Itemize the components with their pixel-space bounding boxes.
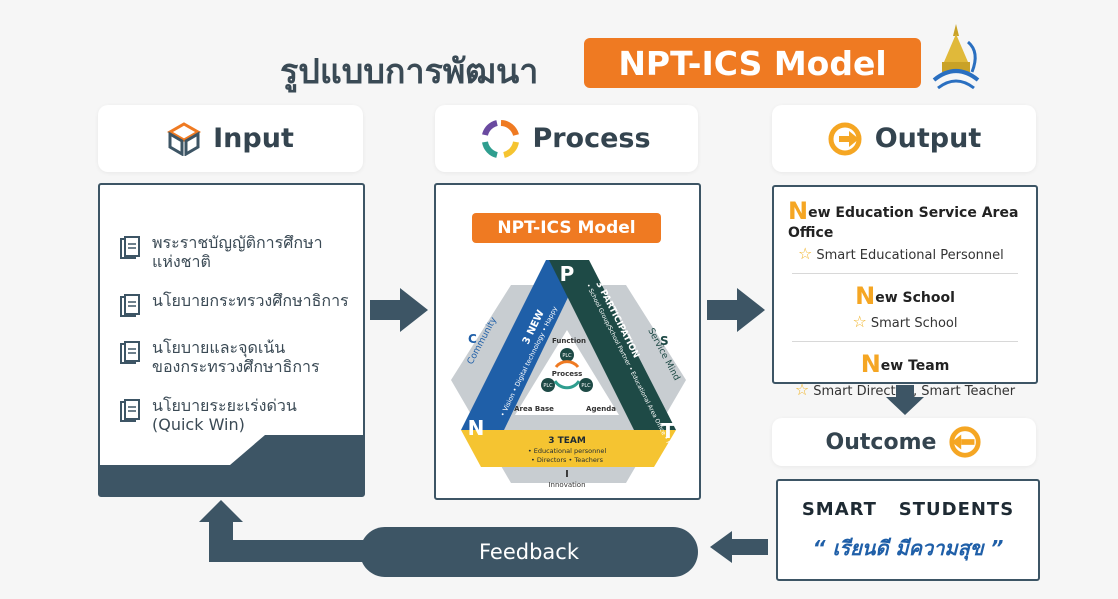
output-item: New School ☆Smart School — [774, 282, 1036, 331]
organization-logo — [932, 24, 980, 90]
model-title-badge: NPT-ICS Model — [584, 38, 921, 88]
smart-students-panel: SMART STUDENTS “ เรียนดี มีความสุข ” — [776, 479, 1040, 581]
input-item-line2: ของกระทรวงศึกษาธิการ — [152, 357, 320, 376]
area-base-label: Area Base — [514, 405, 554, 413]
team-title: 3 TEAM — [548, 436, 586, 446]
plc-top: PLC — [562, 353, 572, 359]
input-panel: พระราชบัญญัติการศึกษาแห่งชาติ นโยบายกระท… — [98, 183, 365, 497]
star-icon: ☆ — [798, 244, 813, 263]
arrow-output-to-outcome — [886, 385, 924, 415]
process-header: Process — [435, 105, 698, 172]
output-item-sub: Smart Director , Smart Teacher — [813, 384, 1016, 399]
output-big-letter: N — [855, 282, 876, 310]
output-item: New Team ☆Smart Director , Smart Teacher — [774, 350, 1036, 399]
input-list: พระราชบัญญัติการศึกษาแห่งชาติ นโยบายกระท… — [120, 233, 355, 454]
input-item-line1: พระราชบัญญัติการศึกษา — [152, 233, 323, 252]
output-panel: New Education Service Area Office ☆Smart… — [772, 185, 1038, 399]
input-item-line2: แห่งชาติ — [152, 252, 211, 271]
output-item-sub: Smart School — [870, 316, 958, 331]
t-letter: T — [661, 419, 675, 443]
arrow-process-to-output — [707, 288, 765, 332]
feedback-pill: Feedback — [360, 527, 698, 577]
arrow-feedback-to-input — [199, 500, 365, 562]
arrow-input-to-process — [370, 288, 428, 332]
star-icon: ☆ — [852, 312, 867, 331]
smart-students-slogan: “ เรียนดี มีความสุข ” — [812, 536, 1004, 560]
n-letter: N — [468, 416, 485, 440]
p-letter: P — [560, 262, 575, 286]
input-header-label: Input — [213, 123, 294, 154]
plc-left: PLC — [543, 383, 553, 389]
document-icon — [120, 341, 140, 364]
output-item-title: ew Team — [880, 358, 950, 374]
outcome-header: Outcome — [772, 418, 1036, 466]
output-header-label: Output — [874, 123, 982, 154]
output-header: Output — [772, 105, 1036, 172]
output-item-sub: Smart Educational Personnel — [816, 248, 1004, 263]
new-band — [461, 260, 586, 430]
i-letter: I — [565, 469, 569, 480]
process-cycle-icon — [482, 119, 520, 158]
input-cube-icon — [167, 121, 202, 156]
participation-band — [549, 260, 676, 430]
output-item-title: ew School — [875, 290, 955, 306]
outcome-arrow-icon — [949, 426, 982, 458]
inner-triangle — [515, 330, 619, 415]
smart-students-title: SMART STUDENTS — [801, 499, 1015, 520]
input-panel-corner-decoration — [100, 435, 363, 495]
s-letter: S — [660, 334, 669, 348]
input-header: Input — [98, 105, 363, 172]
output-item: New Education Service Area Office ☆Smart… — [774, 187, 1036, 263]
team-line1: • Educational personnel — [528, 447, 607, 455]
input-item-line1: นโยบายกระทรวงศึกษาธิการ — [152, 291, 349, 310]
output-arrow-icon — [828, 122, 862, 155]
output-big-letter: N — [788, 197, 809, 225]
input-item: นโยบายระยะเร่งด่วน(Quick Win) — [120, 396, 355, 434]
c-letter: C — [468, 332, 477, 346]
star-icon: ☆ — [794, 380, 810, 399]
outcome-label: Outcome — [825, 429, 937, 455]
input-item-line2: (Quick Win) — [152, 415, 245, 434]
innovation-label: Innovation — [548, 481, 585, 489]
page-title: รูปแบบการพัฒนา — [280, 52, 539, 92]
team-line2: • Directors • Teachers — [531, 456, 604, 464]
function-label: Function — [552, 337, 586, 345]
input-item: นโยบายและจุดเน้นของกระทรวงศึกษาธิการ — [120, 338, 355, 376]
input-item: นโยบายกระทรวงศึกษาธิการ — [120, 291, 355, 318]
npt-ics-triangle-diagram: C Community S Service Mind P N T 3 NEW •… — [451, 260, 687, 489]
document-icon — [120, 294, 140, 317]
input-item-line1: นโยบายและจุดเน้น — [152, 338, 286, 357]
process-header-label: Process — [532, 123, 651, 154]
document-icon — [120, 399, 140, 422]
team-band — [461, 430, 676, 467]
process-model-badge: NPT-ICS Model — [472, 213, 661, 243]
output-big-letter: N — [860, 350, 881, 378]
plc-right: PLC — [581, 383, 591, 389]
input-item: พระราชบัญญัติการศึกษาแห่งชาติ — [120, 233, 355, 271]
input-item-line1: นโยบายระยะเร่งด่วน — [152, 396, 297, 415]
agenda-label: Agenda — [586, 405, 616, 413]
arrow-students-to-feedback — [710, 531, 768, 563]
process-center-label: Process — [552, 370, 583, 378]
output-item-title: ew Education Service Area Office — [788, 205, 1019, 241]
document-icon — [120, 236, 140, 259]
process-panel: NPT-ICS Model C Community S Service Mind… — [434, 183, 701, 500]
